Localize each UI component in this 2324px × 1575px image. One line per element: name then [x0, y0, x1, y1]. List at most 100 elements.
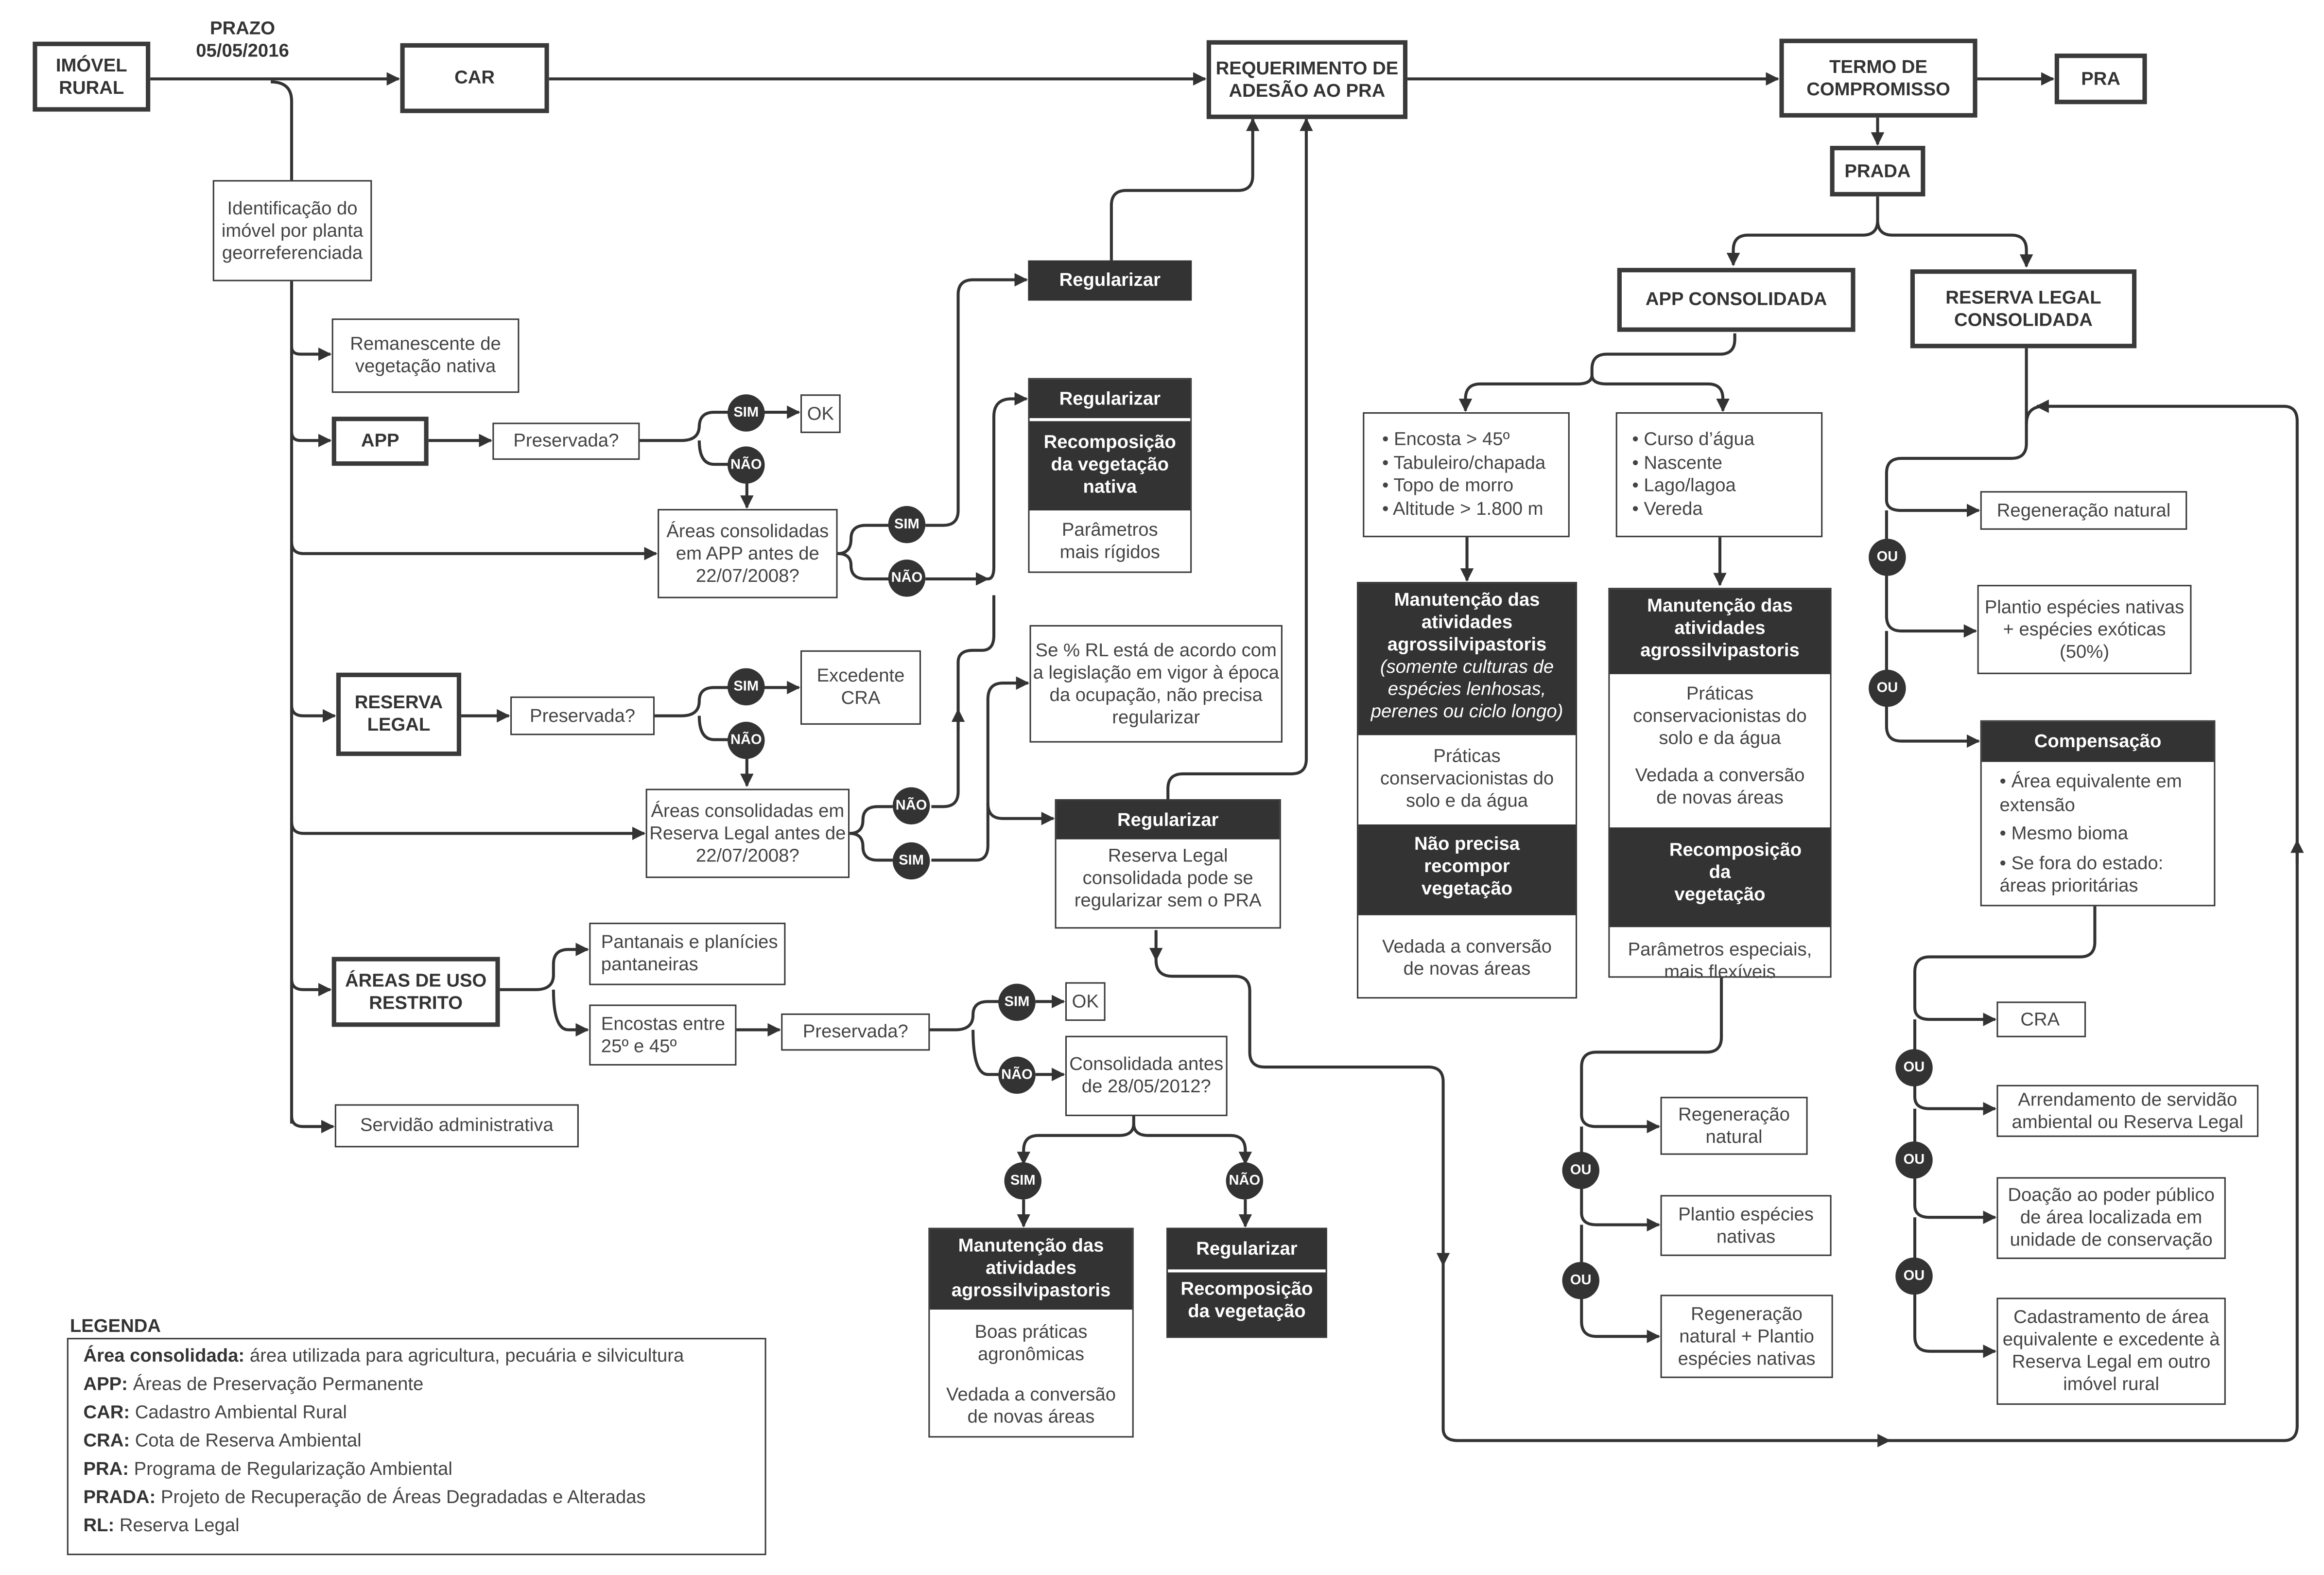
node-areas-app: Áreas consolidadas em APP antes de 22/07…: [658, 508, 838, 598]
badge-ou: OU: [1895, 1257, 1933, 1295]
badge-ou: OU: [1895, 1049, 1933, 1086]
legend-term: PRA:: [83, 1458, 129, 1480]
card-manutencao-restrito: Manutenção das atividades agrossilvipast…: [928, 1227, 1134, 1438]
legend-term: APP:: [83, 1373, 128, 1395]
card-manutencao-restrito-title: Manutenção das atividades agrossilvipast…: [930, 1229, 1132, 1310]
card-manutencao-restrito-vedada: Vedada a conversão de novas áreas: [946, 1384, 1116, 1427]
legend-title: LEGENDA: [69, 1315, 161, 1337]
card-manutencao-app-2-parametros: Parâmetros especiais, mais flexíveis: [1628, 939, 1812, 982]
card-manutencao-app-2-praticas: Práticas conservacionistas do solo e da …: [1633, 683, 1807, 749]
node-rl-consolidada: RESERVA LEGAL CONSOLIDADA: [1910, 269, 2137, 349]
app-list-1-item-text: Altitude > 1.800 m: [1392, 498, 1544, 519]
app-list-1-item: • Tabuleiro/chapada: [1382, 452, 1546, 472]
app-list-1-item: • Altitude > 1.800 m: [1382, 498, 1544, 519]
legend-term: CRA:: [83, 1430, 130, 1451]
badge-sim: SIM: [728, 394, 765, 432]
card-manutencao-app-1-title: Manutenção das atividades agrossilvipast…: [1358, 583, 1576, 735]
node-pra: PRA: [2054, 53, 2147, 105]
node-consolidada-2012: Consolidada antes de 28/05/2012?: [1065, 1035, 1228, 1117]
legend-item: CRA: Cota de Reserva Ambiental: [83, 1427, 750, 1455]
card-manutencao-app-2-vedada: Vedada a conversão de novas áreas: [1635, 765, 1805, 808]
compensacao-item: • Mesmo bioma: [1999, 822, 2128, 844]
node-doacao: Doação ao poder público de área localiza…: [1996, 1177, 2226, 1259]
badge-nao: NÃO: [1226, 1162, 1264, 1200]
app-list-2-item: • Curso d’água: [1632, 428, 1755, 450]
card-manutencao-restrito-boas: Boas práticas agronômicas: [974, 1321, 1088, 1365]
node-remanescente: Remanescente de vegetação nativa: [331, 318, 520, 393]
deadline-title: PRAZO: [210, 18, 275, 39]
card-regularizar-restrito-title: Regularizar: [1168, 1229, 1326, 1270]
badge-nao: NÃO: [888, 560, 926, 597]
node-cadastramento: Cadastramento de área equivalente e exce…: [1996, 1297, 2226, 1405]
legend-box: Área consolidada: área utilizada para ag…: [67, 1338, 766, 1556]
deadline-date: 05/05/2016: [196, 40, 289, 61]
node-termo-compromisso: TERMO DE COMPROMISSO: [1779, 38, 1977, 118]
card-recomposicao-app: Regularizar Recomposição da vegetação na…: [1028, 378, 1192, 573]
node-cra: CRA: [1996, 1001, 2086, 1037]
card-manutencao-app-1-nao-precisa: Não precisa recompor vegetação: [1358, 824, 1576, 915]
legend-desc: Programa de Regularização Ambiental: [134, 1458, 452, 1480]
badge-nao: NÃO: [998, 1056, 1036, 1094]
card-manutencao-app-1-vedada: Vedada a conversão de novas áreas: [1382, 936, 1552, 980]
legend-desc: área utilizada para agricultura, pecuári…: [249, 1345, 684, 1366]
card-compensacao-list: • Área equivalente em extensão • Mesmo b…: [1982, 762, 2214, 898]
node-app-consolidada: APP CONSOLIDADA: [1617, 268, 1856, 332]
node-rl-acordo: Se % RL está de acordo com a legislação …: [1029, 625, 1283, 743]
badge-nao: NÃO: [728, 721, 765, 759]
node-app-regeneracao: Regeneração natural: [1660, 1097, 1808, 1155]
app-list-1-item: • Topo de morro: [1382, 474, 1514, 496]
badge-ou: OU: [1869, 539, 1906, 576]
card-manutencao-app-2: Manutenção das atividades agrossilvipast…: [1608, 588, 1832, 982]
badge-ou: OU: [1562, 1152, 1600, 1190]
compensacao-item-text: Mesmo bioma: [2011, 822, 2128, 844]
node-encostas-ok: OK: [1065, 982, 1106, 1021]
legend-desc: Áreas de Preservação Permanente: [133, 1373, 424, 1395]
card-regularizar-rl: Regularizar Reserva Legal consolidada po…: [1055, 799, 1281, 929]
card-manutencao-app-2-recomposicao: Recomposição da vegetação: [1610, 827, 1830, 928]
legend-term: Área consolidada:: [83, 1345, 245, 1366]
app-list-2-item: • Nascente: [1632, 452, 1723, 472]
card-recomposicao-app-body: Parâmetros mais rígidos: [1059, 519, 1160, 563]
node-rl-plantio-exoticas: Plantio espécies nativas + espécies exót…: [1977, 585, 2192, 674]
card-recomposicao-app-subtitle: Recomposição da vegetação nativa: [1029, 421, 1191, 511]
divider: [1168, 1269, 1326, 1273]
legend-term: CAR:: [83, 1401, 130, 1423]
badge-ou: OU: [1869, 669, 1906, 707]
node-app-list-1: • Encosta > 45º • Tabuleiro/chapada • To…: [1363, 412, 1570, 538]
badge-sim: SIM: [728, 668, 765, 706]
compensacao-item-text: Área equivalente em extensão: [1999, 770, 2182, 815]
node-app-ok: OK: [800, 394, 841, 433]
card-manutencao-app-1-praticas: Práticas conservacionistas do solo e da …: [1380, 745, 1554, 811]
node-prada: PRADA: [1830, 146, 1925, 197]
node-app-list-2: • Curso d’água • Nascente • Lago/lagoa •…: [1615, 412, 1823, 538]
compensacao-item: • Área equivalente em extensão: [1999, 770, 2182, 815]
app-list-2-item-text: Lago/lagoa: [1644, 474, 1736, 496]
app-list-1-item-text: Encosta > 45º: [1394, 428, 1510, 450]
node-servidao: Servidão administrativa: [334, 1104, 579, 1148]
app-list-2-item: • Lago/lagoa: [1632, 474, 1736, 496]
app-list-2-item-text: Curso d’água: [1644, 428, 1755, 450]
node-app-plantio: Plantio espécies nativas: [1660, 1195, 1832, 1256]
card-manutencao-app-1: Manutenção das atividades agrossilvipast…: [1356, 582, 1578, 999]
compensacao-item: • Se fora do estado: áreas prioritárias: [1999, 852, 2164, 896]
legend-item: APP: Áreas de Preservação Permanente: [83, 1371, 750, 1399]
legend-item: RL: Reserva Legal: [83, 1512, 750, 1540]
node-pantanais: Pantanais e planícies pantaneiras: [589, 923, 786, 985]
badge-ou: OU: [1562, 1262, 1600, 1299]
card-manutencao-app-1-title-text: Manutenção das atividades agrossilvipast…: [1387, 589, 1547, 655]
card-manutencao-app-1-note: (somente culturas de espécies lenhosas, …: [1370, 656, 1563, 722]
badge-sim: SIM: [1004, 1162, 1041, 1200]
node-regularizar-app: Regularizar: [1028, 260, 1192, 301]
app-list-1-item-text: Tabuleiro/chapada: [1393, 452, 1546, 472]
node-car: CAR: [400, 43, 549, 113]
legend-item: PRADA: Projeto de Recuperação de Áreas D…: [83, 1484, 750, 1512]
deadline-label: PRAZO 05/05/2016: [186, 18, 299, 63]
legend-item: PRA: Programa de Regularização Ambiental: [83, 1455, 750, 1484]
app-list-1-item-text: Topo de morro: [1393, 474, 1514, 496]
card-recomposicao-app-title: Regularizar: [1029, 379, 1191, 419]
node-reserva-legal: RESERVA LEGAL: [336, 672, 462, 756]
node-rl-preservada: Preservada?: [510, 696, 655, 735]
app-list-1-item: • Encosta > 45º: [1382, 428, 1510, 450]
node-app-regen-plantio: Regeneração natural + Plantio espécies n…: [1660, 1295, 1833, 1378]
